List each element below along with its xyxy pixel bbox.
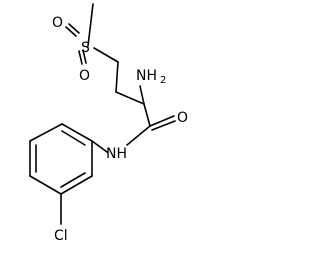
ring-bond-5 bbox=[60, 175, 93, 195]
bond-methyl-sulfur bbox=[87, 3, 94, 47]
amide-nh-label: NH bbox=[106, 146, 127, 162]
amine-label: NH bbox=[136, 68, 157, 84]
sulfur-label: S bbox=[81, 40, 90, 56]
bond-sulfur-oxygen-2b bbox=[82, 49, 87, 64]
sulfonyl-oxygen-2-label: O bbox=[79, 68, 90, 84]
ring-bond-4 bbox=[29, 175, 62, 195]
bond-sulfur-ch2 bbox=[93, 47, 119, 63]
bond-ch2-alpha bbox=[115, 91, 145, 105]
ring-inner-1 bbox=[61, 130, 86, 146]
carbonyl-oxygen-label: O bbox=[177, 110, 188, 126]
molecule-structure: S O O NH 2 O NH Cl bbox=[29, 3, 188, 244]
ring-inner-3 bbox=[60, 172, 86, 188]
bond-alpha-carbonyl bbox=[143, 103, 151, 127]
bond-ch2-ch2 bbox=[115, 61, 119, 93]
bond-carbonyl-oxygen-b bbox=[151, 120, 176, 131]
sulfonyl-oxygen-1-label: O bbox=[52, 15, 63, 31]
bond-sulfur-oxygen-1 bbox=[65, 26, 77, 37]
bond-alpha-amine bbox=[139, 85, 145, 105]
bond-sulfur-oxygen-2 bbox=[78, 50, 83, 65]
ring-bond-1 bbox=[61, 123, 93, 142]
bond-sulfur-oxygen-1b bbox=[68, 23, 80, 34]
bond-carbonyl-oxygen bbox=[149, 115, 175, 127]
chlorine-label: Cl bbox=[54, 228, 68, 244]
ring-bond-2 bbox=[29, 123, 63, 142]
amine-subscript: 2 bbox=[160, 75, 166, 86]
bond-carbonyl-nh bbox=[126, 125, 151, 146]
bond-nh-ring bbox=[91, 140, 108, 153]
